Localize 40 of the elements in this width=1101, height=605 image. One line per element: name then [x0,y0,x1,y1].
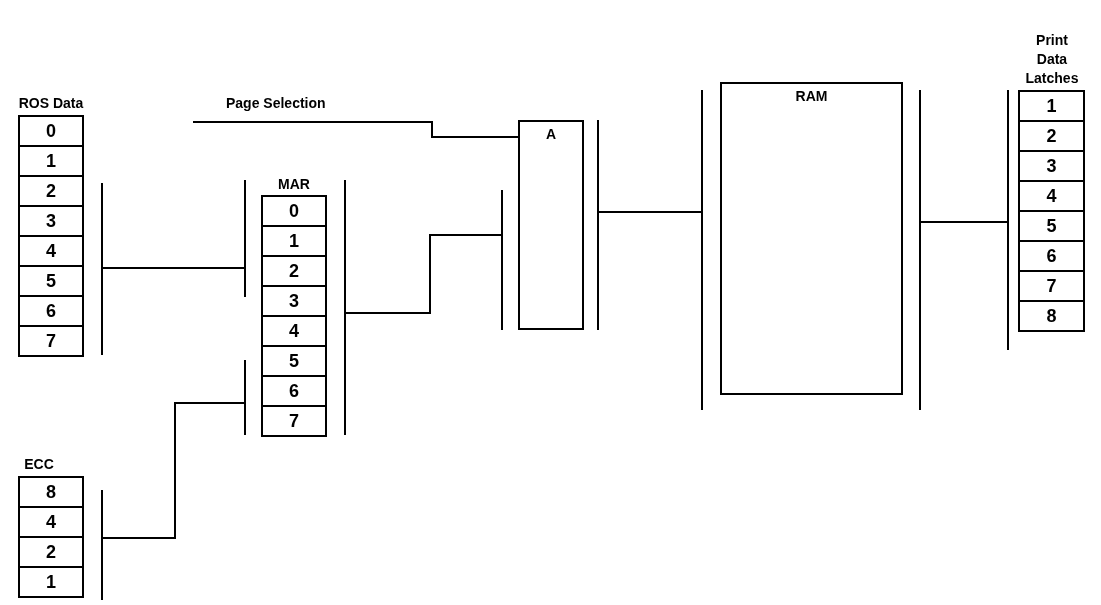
register-cell: 7 [261,405,327,437]
register-cell: 2 [18,175,84,207]
register-heading: MAR [277,175,311,194]
register-cell: 3 [18,205,84,237]
register-cell: 2 [1018,120,1085,152]
connector-line [598,211,702,213]
connector-line [920,221,1008,223]
register-heading: Print Data Latches [1024,31,1080,88]
logic-block: RAM [720,82,903,395]
register-cell: 0 [261,195,327,227]
register-cell: 7 [18,325,84,357]
register-cell: 3 [1018,150,1085,182]
register-cell: 6 [18,295,84,327]
register-cell: 7 [1018,270,1085,302]
register-cell: 0 [18,115,84,147]
connector-line [102,402,245,539]
connector-line [345,234,502,314]
register-cell: 6 [261,375,327,407]
connector-line [102,267,245,269]
register-cell: 5 [18,265,84,297]
register-cell: 8 [1018,300,1085,332]
register-cell: 2 [261,255,327,287]
register-cell: 5 [1018,210,1085,242]
register-cell: 4 [261,315,327,347]
register-cell: 5 [261,345,327,377]
register-cell: 6 [1018,240,1085,272]
register-cell: 8 [18,476,84,508]
register-cell: 4 [1018,180,1085,212]
register-cell: 2 [18,536,84,568]
register-cell: 1 [18,145,84,177]
register-cell: 1 [261,225,327,257]
register-cell: 1 [1018,90,1085,122]
logic-block: A [518,120,584,330]
register-heading: ROS Data [18,94,84,113]
register-cell: 4 [18,235,84,267]
register-cell: 1 [18,566,84,598]
connector-line [192,121,519,138]
register-cell: 3 [261,285,327,317]
register-heading: ECC [23,455,55,474]
register-cell: 4 [18,506,84,538]
